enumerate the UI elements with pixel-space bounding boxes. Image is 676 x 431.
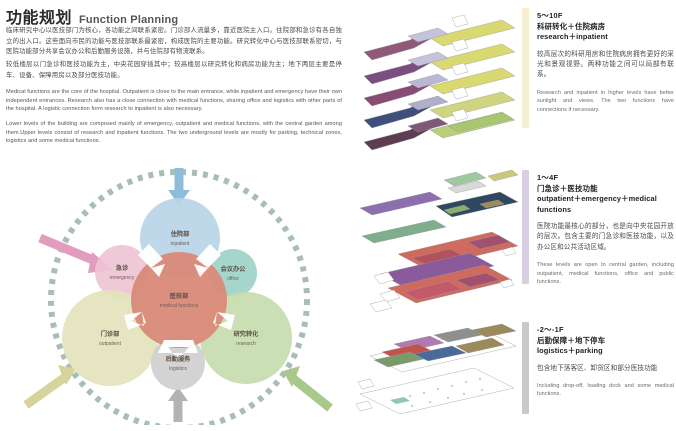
bubble-label-outpatient-en: outpatient — [99, 341, 122, 347]
function-relationship-diagram: 住院部 inpatient 急诊 emergency 会议办公 office 医… — [18, 160, 338, 425]
panel-body-cn-logistics-parking: 包含地下落客区、卸货区和部分医技功能 — [537, 364, 658, 372]
panel-heading-cn-research-inpatient: 科研转化＋住院病房 — [537, 22, 606, 31]
panel-body-en-research-inpatient: Research and inpatient in higher levels … — [537, 89, 674, 113]
research-inpatient-floor-stack — [352, 2, 520, 160]
bubble-label-logistics-en: logistics — [169, 366, 187, 372]
bubble-label-research-cn: 研究转化 — [234, 330, 260, 338]
page-title-en: Function Planning — [79, 14, 179, 26]
page-title: 功能规划 Function Planning — [6, 4, 178, 28]
page-title-cn: 功能规划 — [6, 10, 73, 27]
outpatient-entrance-arrow — [23, 365, 76, 409]
panel-research-inpatient: 5～10F 科研转化＋住院病房 research＋inpatient 较高层次的… — [522, 8, 674, 128]
intro-paragraph-en-1: Medical functions are the core of the ho… — [6, 89, 342, 113]
axonometric-diagram-column — [352, 0, 520, 428]
logistics-entrance-arrow — [168, 387, 188, 422]
bubble-label-inpatient-cn: 住院部 — [171, 230, 190, 238]
research-entrance-arrow — [283, 366, 333, 412]
bubble-label-medical-cn: 医技部 — [170, 292, 189, 300]
bubble-label-office-en: office — [227, 276, 239, 282]
inpatient-entrance-arrow — [168, 168, 190, 205]
panel-heading-en-research-inpatient: research＋inpatient — [537, 32, 608, 41]
panel-floor-range-logistics-parking: -2～-1F — [537, 325, 564, 334]
panel-heading-cn-outpatient-medical: 门急诊＋医技功能 — [537, 184, 598, 193]
panel-body-en-outpatient-medical: These levels are open to central garden,… — [537, 262, 674, 286]
bubble-label-outpatient-cn: 门诊部 — [101, 330, 120, 338]
outpatient-medical-floor-stack — [352, 162, 520, 314]
underground-parking-floor-stack — [352, 316, 520, 426]
panel-heading-en-logistics-parking: logistics＋parking — [537, 346, 603, 355]
panel-accent-bar-research-inpatient — [522, 8, 529, 128]
bubble-label-emergency-en: emergency — [110, 275, 135, 281]
intro-paragraph-cn-1: 临床研究中心以医技部门为核心，各功能之间联系紧密。门诊部人流量多，靠近医院主入口… — [6, 27, 342, 56]
panel-floor-range-research-inpatient: 5～10F — [537, 11, 563, 20]
core-connector-arrows — [124, 244, 235, 360]
bubble-label-logistics-cn: 后勤服务 — [166, 355, 192, 363]
panel-heading-en-outpatient-medical: outpatient＋emergency＋medical functions — [537, 194, 657, 214]
panel-heading-cn-logistics-parking: 后勤保障＋地下停车 — [537, 336, 606, 345]
bubble-label-medical-en: medical functions — [160, 303, 199, 309]
intro-paragraph-en-2: Lower levels of the building are compose… — [6, 121, 342, 145]
panel-body-cn-outpatient-medical: 医院功能最核心的部分，也是向中央花园开放的层次。包含主要的门急诊和医技功能，以及… — [537, 223, 674, 251]
panel-outpatient-medical: 1～4F 门急诊＋医技功能 outpatient＋emergency＋medic… — [522, 170, 674, 286]
intro-paragraph-cn-2: 较低楼层以门急诊和医技功能为主，中央花园穿插其中；较高楼层以研究转化和病房功能为… — [6, 61, 342, 79]
bubble-label-inpatient-en: inpatient — [171, 241, 191, 247]
context-ring — [48, 169, 310, 425]
panel-floor-range-outpatient-medical: 1～4F — [537, 173, 559, 182]
panel-accent-bar-logistics-parking — [522, 322, 529, 414]
bubble-label-emergency-cn: 急诊 — [116, 264, 129, 272]
bubble-label-office-cn: 会议办公 — [221, 265, 247, 273]
panel-body-en-logistics-parking: Including drop-off, loading dock and som… — [537, 382, 674, 398]
bubble-medical — [131, 252, 227, 348]
text-and-diagram-column: 功能规划 Function Planning 临床研究中心以医技部门为核心，各功… — [6, 4, 342, 425]
panel-logistics-parking: -2～-1F 后勤保障＋地下停车 logistics＋parking 包含地下落… — [522, 322, 674, 414]
panel-accent-bar-outpatient-medical — [522, 170, 529, 284]
bubble-label-research-en: research — [236, 341, 256, 347]
panel-body-cn-research-inpatient: 较高层次的科研用房和住院病房拥有更好的采光和景观视野。两种功能之间可以局部有联系… — [537, 50, 674, 79]
